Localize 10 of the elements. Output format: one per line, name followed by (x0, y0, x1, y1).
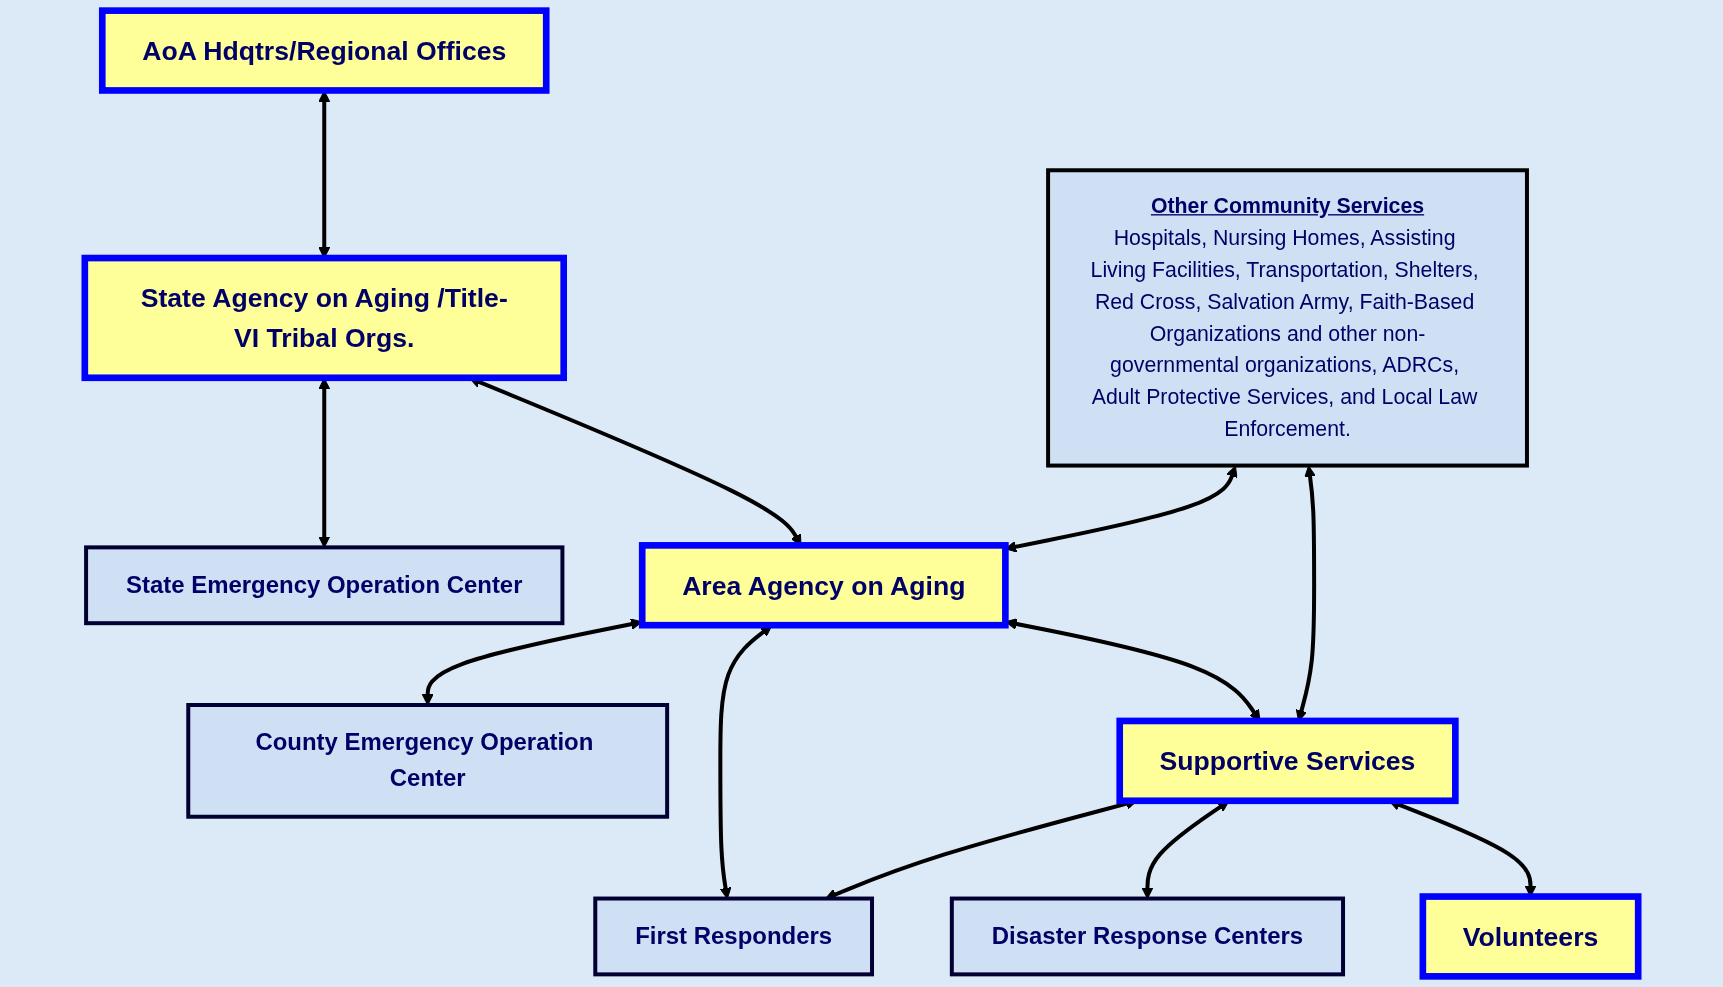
node-box: Area Agency on Aging (638, 542, 1009, 629)
node-box: Disaster Response Centers (949, 896, 1346, 977)
node-box: Other Community Services Hospitals, Nursing Homes, Assisting Living Facilities, Transportation, Shelters, Red Cross, Salvation Army, Faith-Based Organizations and other non-governmental organizations, ADRCs, Adult Protective Services, and Local Law Enforcement. (1046, 168, 1529, 468)
node-box: Volunteers (1419, 893, 1642, 980)
node-box: AoA Hdqtrs/Regional Offices (98, 7, 550, 94)
node-box: State Agency on Aging /Title-VI Tribal Orgs. (81, 254, 567, 382)
node-box: First Responders (593, 896, 874, 977)
node-box: Supportive Services (1116, 717, 1459, 805)
node-box: State Emergency Operation Center (84, 545, 565, 626)
node-box: County Emergency Operation Center (186, 703, 670, 819)
